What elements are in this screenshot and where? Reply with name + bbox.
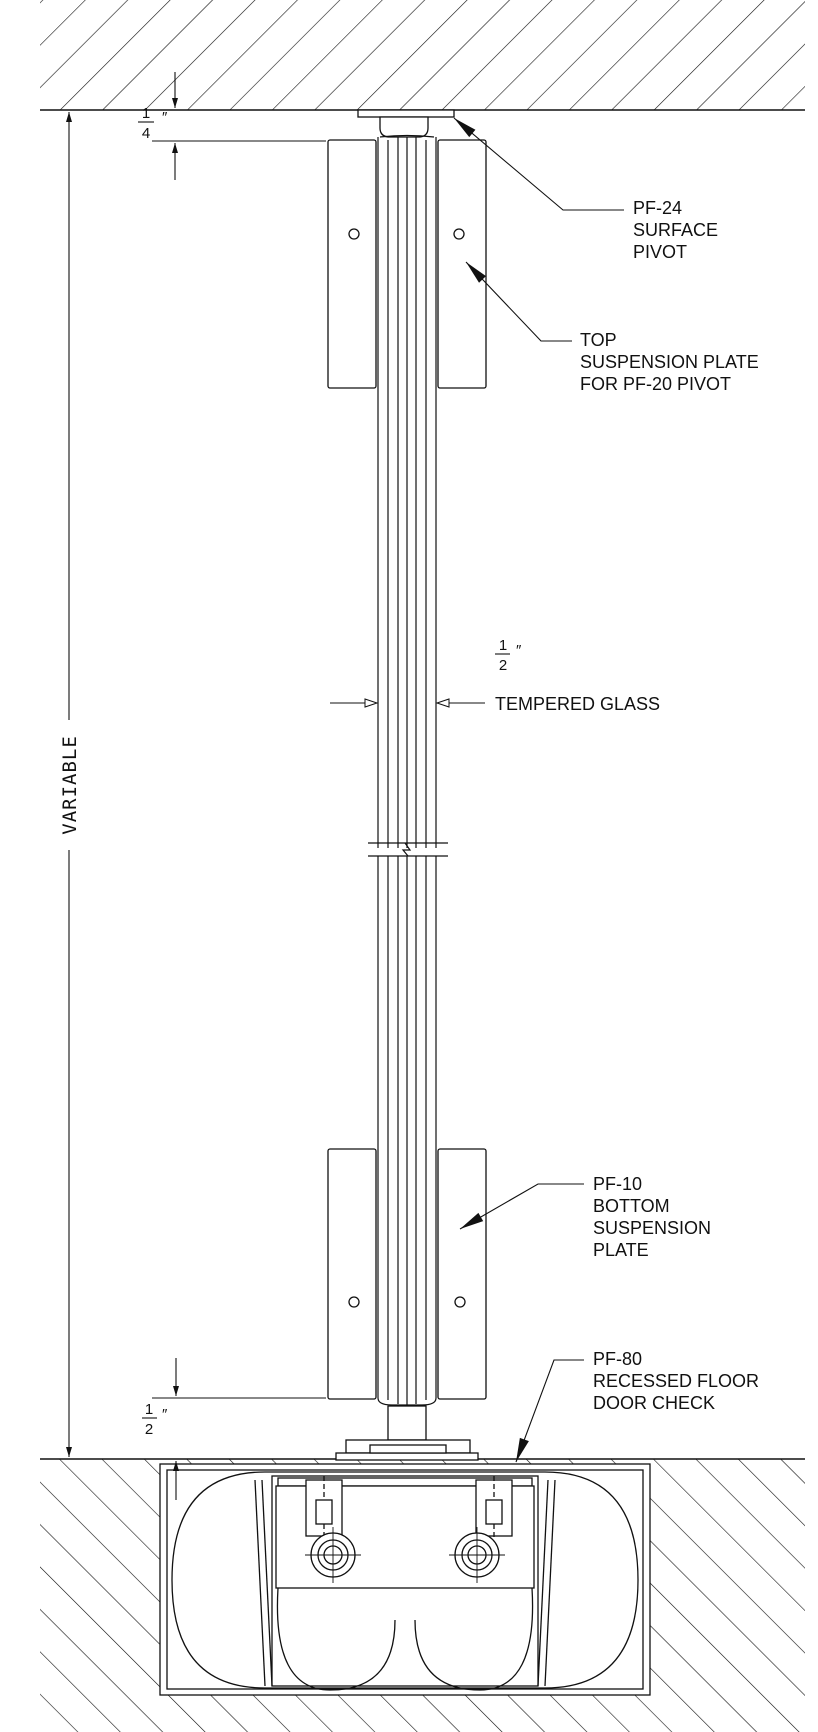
glass-thickness-numerator: 1 [499, 637, 507, 654]
svg-text:PIVOT: PIVOT [633, 242, 687, 262]
svg-text:TEMPERED GLASS: TEMPERED GLASS [495, 694, 660, 714]
bottom-suspension-plate [327, 1148, 487, 1400]
svg-text:SURFACE: SURFACE [633, 220, 718, 240]
svg-text:PF-80: PF-80 [593, 1349, 642, 1369]
top-gap-denominator: 4 [142, 125, 150, 142]
svg-text:PF-24: PF-24 [633, 198, 682, 218]
svg-text:SUSPENSION PLATE: SUSPENSION PLATE [580, 352, 759, 372]
callout-top-suspension-plate: TOP SUSPENSION PLATE FOR PF-20 PIVOT [580, 330, 759, 394]
bottom-gap-unit: ″ [162, 1406, 168, 1423]
recessed-floor-door-check [159, 1463, 651, 1696]
callout-bottom-suspension-plate: PF-10 BOTTOM SUSPENSION PLATE [593, 1174, 711, 1260]
svg-text:DOOR CHECK: DOOR CHECK [593, 1393, 715, 1413]
tempered-glass-panel [368, 134, 448, 1406]
svg-text:PF-10: PF-10 [593, 1174, 642, 1194]
callout-tempered-glass: TEMPERED GLASS [495, 694, 660, 714]
top-gap-numerator: 1 [142, 105, 150, 122]
bottom-gap-denominator: 2 [145, 1421, 153, 1438]
bottom-pivot-spindle [335, 1405, 479, 1461]
leader-lines [453, 117, 624, 1463]
svg-text:RECESSED FLOOR: RECESSED FLOOR [593, 1371, 759, 1391]
top-surface-pivot [357, 109, 455, 138]
variable-height-dimension [66, 112, 326, 1457]
callout-recessed-floor-door-check: PF-80 RECESSED FLOOR DOOR CHECK [593, 1349, 759, 1413]
svg-text:BOTTOM: BOTTOM [593, 1196, 670, 1216]
variable-dimension-label: VARIABLE [59, 735, 81, 835]
glass-thickness-dimension [330, 653, 510, 708]
bottom-gap-dimension [142, 1358, 179, 1500]
callout-surface-pivot: PF-24 SURFACE PIVOT [633, 198, 718, 262]
ceiling [40, 0, 805, 111]
glass-thickness-unit: ″ [516, 642, 522, 659]
top-gap-dimension [138, 72, 178, 180]
top-gap-unit: ″ [162, 109, 168, 126]
bottom-gap-numerator: 1 [145, 1401, 153, 1418]
svg-text:SUSPENSION: SUSPENSION [593, 1218, 711, 1238]
svg-text:TOP: TOP [580, 330, 617, 350]
top-suspension-plate [327, 139, 487, 389]
glass-thickness-denominator: 2 [499, 657, 507, 674]
svg-text:PLATE: PLATE [593, 1240, 649, 1260]
svg-text:FOR PF-20 PIVOT: FOR PF-20 PIVOT [580, 374, 731, 394]
